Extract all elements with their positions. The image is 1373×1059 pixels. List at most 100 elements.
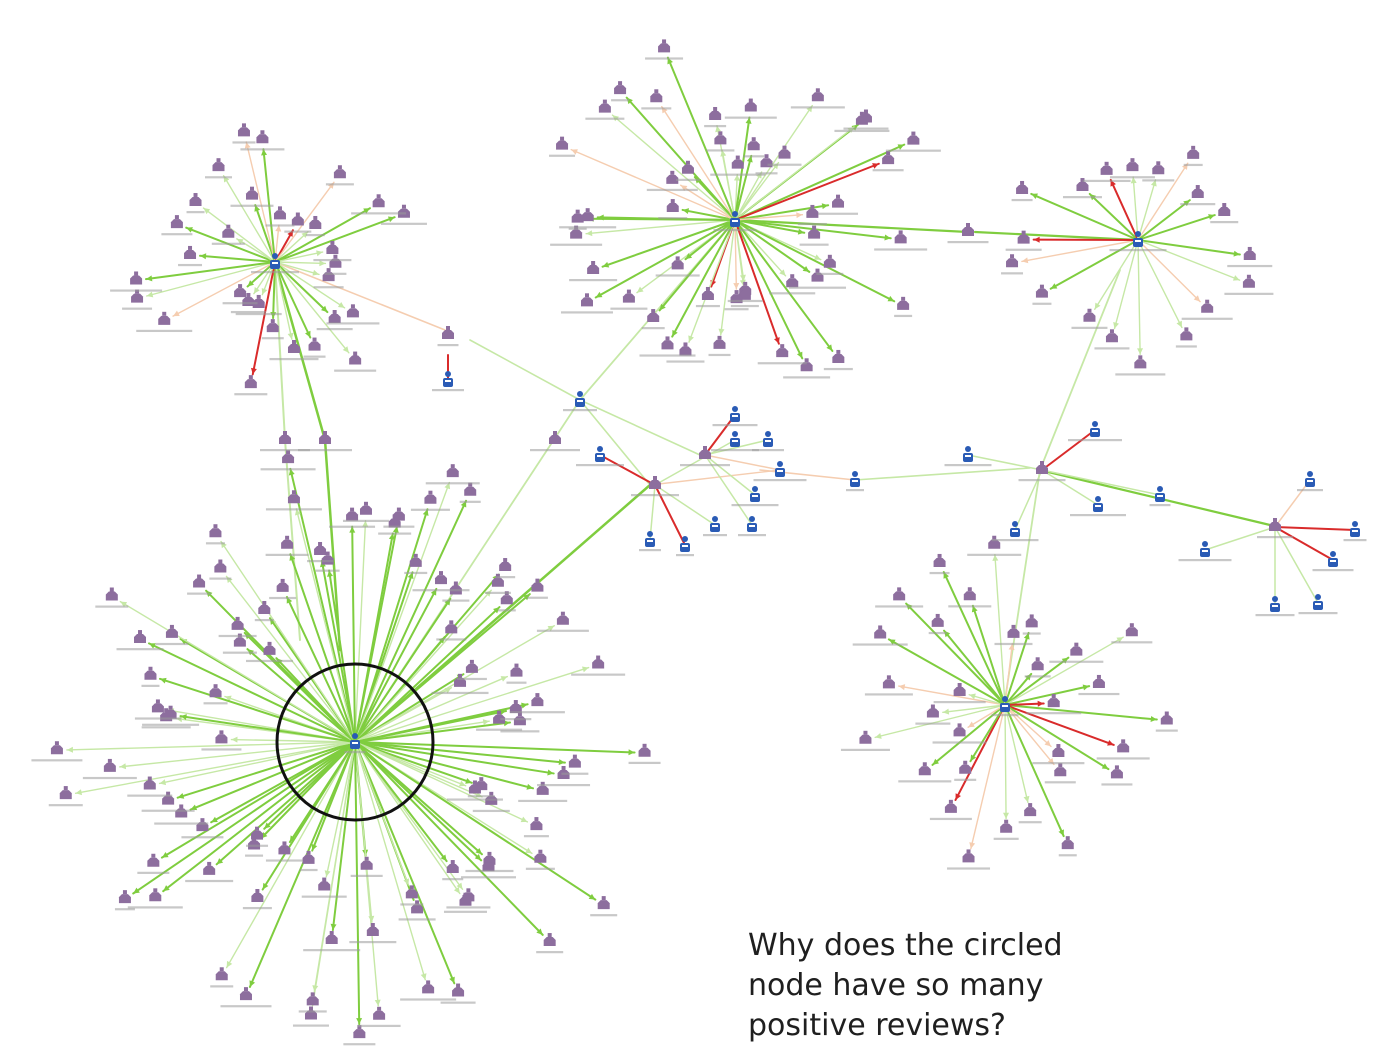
business-node-icon[interactable] bbox=[446, 464, 459, 478]
business-node-icon[interactable] bbox=[333, 165, 346, 179]
business-node-icon[interactable] bbox=[786, 274, 799, 288]
business-node-icon[interactable] bbox=[118, 890, 131, 904]
business-node-icon[interactable] bbox=[409, 553, 422, 567]
business-node-icon[interactable] bbox=[273, 206, 286, 220]
business-node-icon[interactable] bbox=[165, 624, 178, 638]
business-node-icon[interactable] bbox=[464, 482, 477, 496]
business-node-icon[interactable] bbox=[279, 431, 291, 444]
business-node-icon[interactable] bbox=[424, 490, 437, 504]
business-node-icon[interactable] bbox=[959, 760, 972, 774]
business-node-icon[interactable] bbox=[318, 877, 331, 891]
business-node-icon[interactable] bbox=[281, 535, 294, 549]
business-node-icon[interactable] bbox=[184, 245, 197, 259]
business-node-icon[interactable] bbox=[50, 741, 63, 755]
business-node-icon[interactable] bbox=[353, 1025, 366, 1039]
business-node-icon[interactable] bbox=[747, 137, 760, 151]
business-node-icon[interactable] bbox=[209, 684, 222, 698]
business-node-icon[interactable] bbox=[953, 683, 966, 697]
business-node-icon[interactable] bbox=[245, 186, 258, 200]
business-node-icon[interactable] bbox=[530, 817, 543, 831]
business-node-icon[interactable] bbox=[1007, 624, 1020, 638]
business-node-icon[interactable] bbox=[598, 99, 611, 113]
business-node-icon[interactable] bbox=[491, 573, 504, 587]
business-node-icon[interactable] bbox=[309, 215, 322, 229]
business-node-icon[interactable] bbox=[328, 310, 341, 324]
business-node-icon[interactable] bbox=[709, 106, 722, 120]
business-node-icon[interactable] bbox=[1117, 739, 1130, 753]
business-node-icon[interactable] bbox=[1083, 308, 1096, 322]
business-node-icon[interactable] bbox=[1191, 185, 1204, 199]
business-node-icon[interactable] bbox=[658, 39, 671, 53]
business-node-icon[interactable] bbox=[222, 224, 235, 238]
business-node-icon[interactable] bbox=[144, 666, 157, 680]
business-node-icon[interactable] bbox=[926, 704, 939, 718]
reviewer-node-icon[interactable] bbox=[963, 446, 973, 462]
business-node-icon[interactable] bbox=[237, 123, 250, 137]
business-node-icon[interactable] bbox=[1052, 744, 1065, 758]
business-node-icon[interactable] bbox=[1054, 763, 1067, 777]
business-node-icon[interactable] bbox=[963, 587, 976, 601]
business-node-icon[interactable] bbox=[212, 158, 225, 172]
business-node-icon[interactable] bbox=[215, 967, 228, 981]
business-node-icon[interactable] bbox=[359, 501, 372, 515]
reviewer-node-icon[interactable] bbox=[645, 531, 655, 547]
business-node-icon[interactable] bbox=[214, 559, 227, 573]
business-node-icon[interactable] bbox=[1024, 803, 1037, 817]
business-node-icon[interactable] bbox=[543, 933, 556, 947]
business-node-icon[interactable] bbox=[731, 155, 744, 169]
business-node-icon[interactable] bbox=[105, 587, 118, 601]
reviewer-node-icon[interactable] bbox=[1093, 496, 1103, 512]
business-node-icon[interactable] bbox=[373, 1006, 386, 1020]
business-node-icon[interactable] bbox=[256, 130, 269, 144]
business-node-icon[interactable] bbox=[434, 571, 447, 585]
business-node-icon[interactable] bbox=[1036, 461, 1048, 474]
business-node-icon[interactable] bbox=[1243, 246, 1256, 260]
business-node-icon[interactable] bbox=[134, 630, 147, 644]
business-node-icon[interactable] bbox=[59, 786, 72, 800]
business-node-icon[interactable] bbox=[933, 553, 946, 567]
business-node-icon[interactable] bbox=[614, 81, 627, 95]
business-node-icon[interactable] bbox=[1160, 711, 1173, 725]
business-node-icon[interactable] bbox=[592, 655, 605, 669]
business-node-icon[interactable] bbox=[580, 293, 593, 307]
business-node-icon[interactable] bbox=[907, 131, 920, 145]
business-node-icon[interactable] bbox=[291, 212, 304, 226]
business-node-icon[interactable] bbox=[666, 170, 679, 184]
business-node-icon[interactable] bbox=[988, 535, 1001, 549]
business-node-icon[interactable] bbox=[671, 256, 684, 270]
business-node-icon[interactable] bbox=[1025, 614, 1038, 628]
reviewer-node-icon[interactable] bbox=[1305, 471, 1315, 487]
reviewer-node-icon[interactable] bbox=[710, 516, 720, 532]
business-node-icon[interactable] bbox=[251, 826, 264, 840]
business-node-icon[interactable] bbox=[557, 766, 570, 780]
business-node-icon[interactable] bbox=[1134, 355, 1147, 369]
business-node-icon[interactable] bbox=[581, 208, 594, 222]
business-node-icon[interactable] bbox=[149, 888, 162, 902]
business-node-icon[interactable] bbox=[531, 693, 544, 707]
business-node-icon[interactable] bbox=[931, 613, 944, 627]
business-node-icon[interactable] bbox=[276, 578, 289, 592]
business-node-icon[interactable] bbox=[897, 296, 910, 310]
business-node-icon[interactable] bbox=[1201, 299, 1214, 313]
business-node-icon[interactable] bbox=[536, 781, 549, 795]
business-node-icon[interactable] bbox=[170, 215, 183, 229]
business-node-icon[interactable] bbox=[239, 987, 252, 1001]
business-node-icon[interactable] bbox=[811, 268, 824, 282]
reviewer-node-icon[interactable] bbox=[730, 431, 740, 447]
business-node-icon[interactable] bbox=[568, 754, 581, 768]
business-node-icon[interactable] bbox=[147, 853, 160, 867]
business-node-icon[interactable] bbox=[366, 923, 379, 937]
business-node-icon[interactable] bbox=[953, 723, 966, 737]
business-node-icon[interactable] bbox=[1242, 274, 1255, 288]
business-node-icon[interactable] bbox=[1000, 819, 1013, 833]
business-node-icon[interactable] bbox=[499, 558, 512, 572]
business-node-icon[interactable] bbox=[446, 860, 459, 874]
reviewer-node-icon[interactable] bbox=[1155, 486, 1165, 502]
business-node-icon[interactable] bbox=[465, 659, 478, 673]
business-node-icon[interactable] bbox=[823, 254, 836, 268]
business-node-icon[interactable] bbox=[485, 791, 498, 805]
business-node-icon[interactable] bbox=[1218, 203, 1231, 217]
business-node-icon[interactable] bbox=[103, 758, 116, 772]
reviewer-node-icon[interactable] bbox=[1200, 541, 1210, 557]
reviewer-node-icon[interactable] bbox=[747, 516, 757, 532]
